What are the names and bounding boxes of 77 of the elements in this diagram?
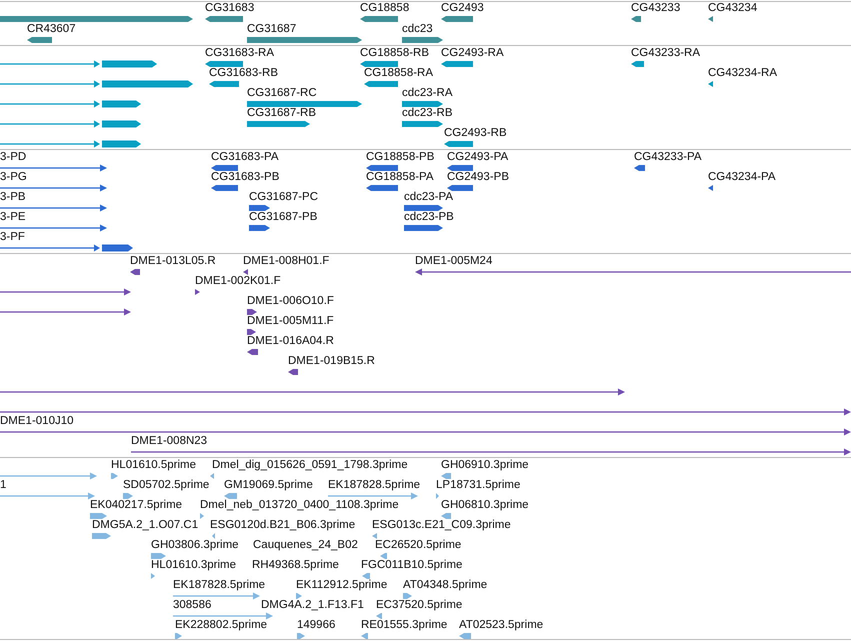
feature-label: EK112912.5prime [296,579,388,592]
feature-label: AT02523.5prime [459,619,544,632]
feature-label: CG43233-PA [634,151,702,164]
feature-label: CG31683-RB [209,67,278,80]
feature-label: EK187828.5prime [328,479,420,492]
feature-label: 3-PF [0,231,25,244]
feature-label: 308586 [173,599,212,612]
feature-label: 149966 [297,619,336,632]
feature-label: 3-PG [0,171,27,184]
feature-label: CG43233 [631,2,680,15]
feature-label: CG2493-PA [447,151,508,164]
feature-label: 1 [0,479,6,492]
feature-label: CG31687 [247,23,296,36]
feature-label: CG43234 [708,2,758,15]
feature-label: DME1-006O10.F [247,295,334,308]
feature-label: 3-PD [0,151,26,164]
feature-label: DME1-010J10 [0,415,74,428]
feature-label: Dmel_neb_013720_0400_1108.3prime [200,499,399,512]
feature-label: EK228802.5prime [175,619,268,632]
feature-label: cdc23-PA [404,191,454,204]
feature-label: Cauquenes_24_B02 [253,539,358,552]
feature-label: GM19069.5prime [224,479,313,492]
feature-label: CG2493 [441,2,484,15]
feature-label: CG31683-PB [211,171,280,184]
feature-label: CG31687-RB [247,107,316,120]
feature-label: CG43234-RA [708,67,778,80]
feature-label: DME1-002K01.F [195,275,281,288]
feature-label: DME1-013L05.R [130,255,216,268]
feature-label: GH03806.3prime [151,539,239,552]
feature-label: CG2493-RA [441,47,504,60]
feature-label: CG31683 [205,2,254,15]
feature-label: CG43233-RA [631,47,700,60]
feature-label: DMG5A.2_1.O07.C1 [92,519,198,532]
feature-label: GH06810.3prime [441,499,529,512]
feature-label: RE01555.3prime [361,619,448,632]
feature-label: ESG013c.E21_C09.3prime [372,519,511,532]
feature-label: CG18858-PB [366,151,434,164]
feature-label: SD05702.5prime [123,479,210,492]
feature-label: cdc23-RB [402,107,452,120]
feature-label: DME1-016A04.R [247,335,334,348]
feature-label: cdc23-RA [402,87,452,100]
feature-label: CG18858 [360,2,410,15]
feature-label: CG18858-PA [366,171,434,184]
feature-label: DME1-008N23 [131,435,208,448]
feature-label: ESG0120d.B21_B06.3prime [210,519,356,532]
feature-label: CR43607 [27,23,76,36]
feature-label: RH49368.5prime [252,559,339,572]
feature-label: CG18858-RA [364,67,434,80]
feature-label: DME1-019B15.R [288,355,375,368]
feature-label: cdc23 [402,23,433,36]
feature-label: DMG4A.2_1.F13.F1 [261,599,364,612]
feature-label: 3-PE [0,211,26,224]
feature-label: CG18858-RB [360,47,430,60]
feature-label: EK187828.5prime [173,579,266,592]
feature-label: Dmel_dig_015626_0591_1798.3prime [212,459,408,472]
feature-label: GH06910.3prime [441,459,529,472]
feature-label: CG31687-PB [249,211,318,224]
feature-label: EK040217.5prime [90,499,182,512]
feature-label: CG31687-PC [249,191,318,204]
feature-label: DME1-008H01.F [243,255,330,268]
feature-label: FGC011B10.5prime [361,559,462,572]
feature-label: EC26520.5prime [375,539,462,552]
feature-label: EC37520.5prime [376,599,462,612]
feature-label: HL01610.3prime [151,559,236,572]
feature-label: 3-PB [0,191,26,204]
feature-label: CG43234-PA [708,171,776,184]
feature-label: LP18731.5prime [436,479,520,492]
feature-label: DME1-005M24 [415,255,492,268]
feature-label: DME1-005M11.F [247,315,334,328]
feature-label: CG31683-PA [211,151,279,164]
feature-label: AT04348.5prime [403,579,488,592]
feature-label: cdc23-PB [404,211,454,224]
feature-label: CG31687-RC [247,87,317,100]
feature-label: CG31683-RA [205,47,274,60]
feature-label: HL01610.5prime [111,459,196,472]
feature-label: CG2493-RB [444,127,507,140]
feature-label: CG2493-PB [447,171,510,184]
